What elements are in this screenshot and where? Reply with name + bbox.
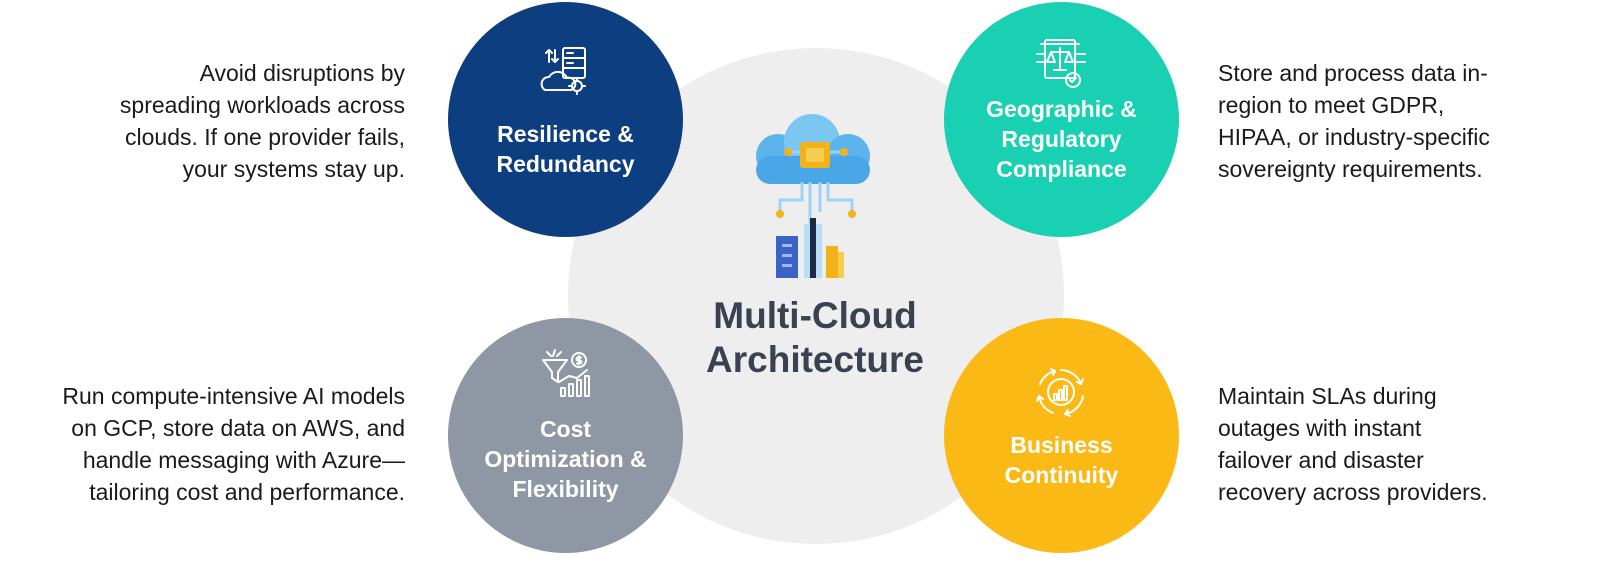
node-label-line: Regulatory bbox=[1001, 126, 1122, 152]
node-label-line: Geographic & bbox=[986, 96, 1137, 122]
description-line: your systems stay up. bbox=[182, 156, 405, 182]
resilience-label: Resilience & Redundancy bbox=[448, 119, 683, 179]
legal-document-scale-icon bbox=[1036, 39, 1086, 88]
description-line: Avoid disruptions by bbox=[199, 60, 405, 86]
node-label-line: Redundancy bbox=[496, 151, 635, 177]
center-title: Multi-Cloud Architecture bbox=[640, 294, 990, 382]
node-label-line: Optimization & bbox=[484, 446, 647, 472]
node-label-line: Compliance bbox=[996, 156, 1127, 182]
description-line: Run compute-intensive AI models bbox=[62, 383, 405, 409]
compliance-label: Geographic & Regulatory Compliance bbox=[944, 94, 1179, 184]
description-line: spreading workloads across bbox=[119, 92, 405, 118]
description-line: sovereignty requirements. bbox=[1218, 156, 1483, 182]
continuity-label: Business Continuity bbox=[944, 430, 1179, 490]
description-line: HIPAA, or industry-specific bbox=[1218, 124, 1490, 150]
node-label-line: Resilience & bbox=[497, 121, 634, 147]
resilience-description: Avoid disruptions by spreading workloads… bbox=[120, 57, 405, 185]
node-label-line: Flexibility bbox=[512, 476, 619, 502]
node-label-line: Continuity bbox=[1004, 462, 1119, 488]
center-title-line: Multi-Cloud bbox=[713, 295, 917, 336]
funnel-dollar-chart-icon bbox=[542, 349, 590, 397]
continuity-node: Business Continuity bbox=[944, 318, 1179, 553]
node-label-line: Cost bbox=[539, 416, 592, 442]
description-line: clouds. If one provider fails, bbox=[125, 124, 405, 150]
continuity-description: Maintain SLAs during outages with instan… bbox=[1218, 380, 1488, 508]
center-title-line: Architecture bbox=[706, 339, 924, 380]
description-line: on GCP, store data on AWS, and bbox=[71, 415, 405, 441]
description-line: Maintain SLAs during bbox=[1218, 383, 1437, 409]
description-line: failover and disaster bbox=[1218, 447, 1424, 473]
description-line: Store and process data in- bbox=[1218, 60, 1488, 86]
cost-node: Cost Optimization & Flexibility bbox=[448, 318, 683, 553]
description-line: region to meet GDPR, bbox=[1218, 92, 1445, 118]
cost-label: Cost Optimization & Flexibility bbox=[448, 414, 683, 504]
resilience-node: Resilience & Redundancy bbox=[448, 2, 683, 237]
compliance-node: Geographic & Regulatory Compliance bbox=[944, 2, 1179, 237]
cloud-chip-server-icon bbox=[756, 114, 870, 278]
description-line: tailoring cost and performance. bbox=[89, 479, 405, 505]
description-line: recovery across providers. bbox=[1218, 479, 1488, 505]
server-cloud-gear-icon bbox=[540, 47, 586, 95]
node-label-line: Business bbox=[1010, 432, 1113, 458]
description-line: handle messaging with Azure— bbox=[82, 447, 405, 473]
compliance-description: Store and process data in- region to mee… bbox=[1218, 57, 1490, 185]
cycle-chart-icon bbox=[1036, 368, 1084, 417]
description-line: outages with instant bbox=[1218, 415, 1422, 441]
cost-description: Run compute-intensive AI models on GCP, … bbox=[62, 380, 405, 508]
